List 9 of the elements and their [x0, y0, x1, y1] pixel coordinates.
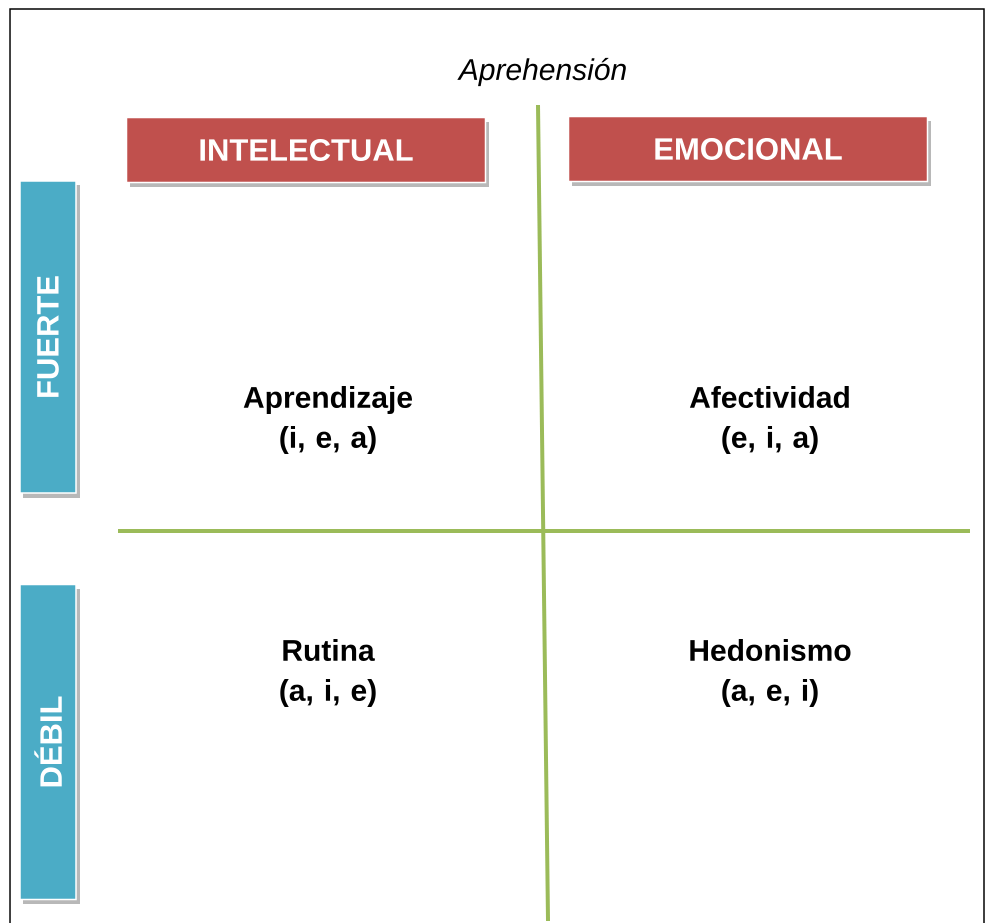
- axis-title: Aprehensión: [457, 58, 626, 86]
- quadrant-label: Rutina (a, i, e): [280, 639, 376, 707]
- quadrant-label: Afectividad (e, i, a): [690, 386, 849, 454]
- header-box: EMOCIONAL: [568, 116, 931, 186]
- side-bar: FUERTE: [19, 180, 80, 498]
- header-box: INTELECTUAL: [126, 116, 489, 187]
- side-bar: DÉBIL: [19, 584, 80, 904]
- quadrant-label: Hedonismo (a, e, i): [690, 639, 850, 707]
- quadrant-label: Aprendizaje (i, e, a): [244, 386, 412, 454]
